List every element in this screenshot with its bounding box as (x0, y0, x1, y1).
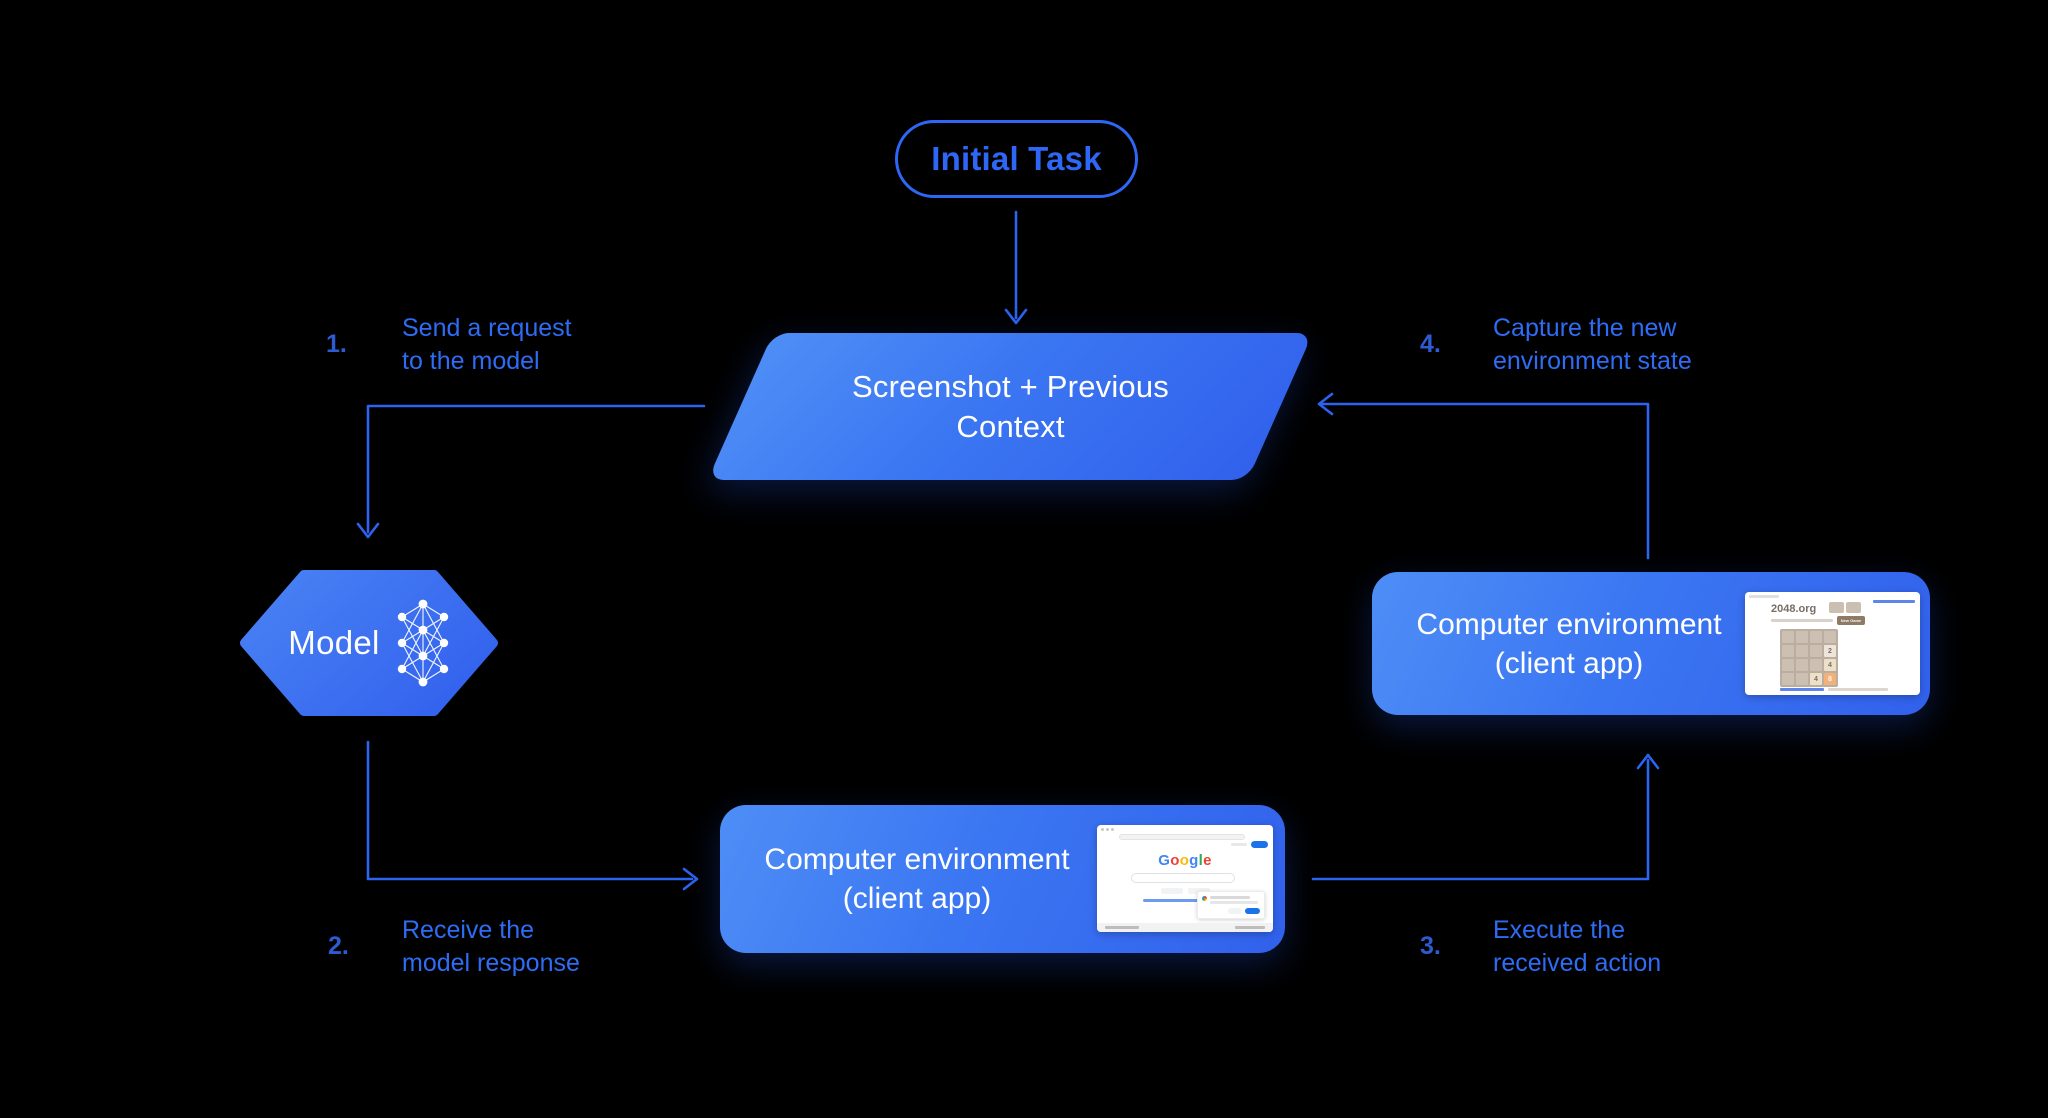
env-bottom-node: Computer environment (client app) Google (720, 805, 1285, 953)
arrow-model-to-env (366, 740, 694, 881)
arrow-env-to-context (1320, 402, 1650, 560)
sign-in-button (1251, 841, 1268, 848)
neural-network-icon (397, 599, 448, 687)
dialog-secondary-button (1228, 908, 1242, 914)
how-to-play-link (1780, 688, 1824, 691)
arrow-env-to-env (1311, 758, 1650, 881)
language-link (1143, 899, 1223, 902)
top-links (1873, 600, 1915, 603)
search-input (1131, 873, 1235, 883)
model-node: Model (240, 570, 498, 716)
step-4-number: 4. (1420, 330, 1441, 358)
context-node: Screenshot + Previous Context (707, 333, 1313, 480)
window-title-bar (1749, 595, 1779, 598)
arrowhead-down-icon (356, 522, 380, 539)
google-logo: Google (1158, 852, 1212, 869)
model-label: Model (288, 624, 380, 661)
step-4-label: Capture the new environment state (1493, 314, 1692, 375)
address-bar (1119, 834, 1245, 840)
env-bottom-label-line1: Computer environment (764, 843, 1070, 876)
footer-bar (1097, 923, 1273, 932)
tagline-text (1771, 619, 1833, 622)
step-3-label: Execute the received action (1493, 916, 1662, 977)
step-3-number: 3. (1420, 932, 1441, 960)
arrowhead-up-icon (1636, 753, 1660, 770)
context-label-line2: Context (956, 408, 1065, 444)
step-1-number: 1. (326, 330, 347, 358)
arrowhead-right-icon (682, 867, 699, 891)
arrowhead-left-icon (1317, 392, 1334, 416)
context-label-line1: Screenshot + Previous (851, 368, 1169, 404)
score-boxes (1829, 602, 1861, 613)
google-g-icon (1202, 896, 1207, 901)
dialog-primary-button (1245, 908, 1260, 914)
step-2-number: 2. (328, 932, 349, 960)
new-game-button: New Game (1837, 616, 1865, 625)
arrow-context-to-model (366, 404, 706, 534)
initial-task-node: Initial Task (895, 120, 1138, 198)
step-2-label: Receive the model response (402, 916, 580, 977)
env-bottom-label-line2: (client app) (842, 882, 992, 915)
initial-task-label: Initial Task (931, 140, 1102, 177)
step-1-label: Send a request to the model (402, 314, 572, 375)
google-browser-thumbnail: Google (1097, 825, 1273, 932)
window-controls-icon (1101, 828, 1114, 831)
site-title: 2048.org (1771, 603, 1817, 615)
env-right-label-line1: Computer environment (1416, 607, 1722, 641)
signin-dialog (1197, 891, 1265, 919)
toolbar-text (1231, 843, 1247, 846)
arrowhead-down-icon (1004, 308, 1028, 325)
env-right-node: Computer environment (client app) 2048.o… (1372, 572, 1930, 715)
env-right-label-line2: (client app) (1494, 646, 1644, 680)
